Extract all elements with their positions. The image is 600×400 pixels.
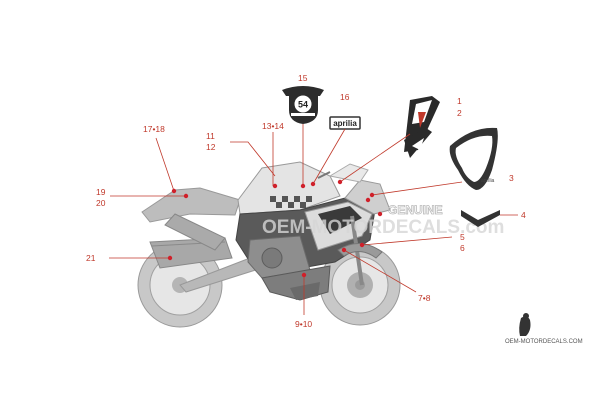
mascot-icon — [519, 316, 531, 336]
callout-13-14: 13•14 — [262, 121, 284, 131]
callout-15: 15 — [298, 73, 308, 83]
callout-5: 5 — [460, 232, 465, 242]
callout-4: 4 — [521, 210, 526, 220]
aprilia-word: aprilia — [333, 119, 357, 128]
callout-2: 2 — [457, 108, 462, 118]
nose-decal-3: aprilia — [449, 127, 498, 190]
checkered-pattern — [270, 196, 312, 208]
callout-20: 20 — [96, 198, 106, 208]
location-dots — [167, 179, 383, 278]
callout-11: 11 — [206, 131, 215, 141]
svg-text:aprilia: aprilia — [481, 178, 495, 184]
footer-site-name: OEM-MOTORDECALS.COM — [505, 339, 583, 345]
badge-decal: 54 — [282, 86, 324, 124]
callout-17-18: 17•18 — [143, 124, 165, 134]
leader-lines — [109, 124, 518, 315]
aprilia-decal: aprilia — [329, 116, 361, 130]
callout-19: 19 — [96, 187, 106, 197]
badge-number: 54 — [298, 100, 308, 110]
callout-labels: 1 2 3 4 5 6 7•8 9•10 11 12 13•14 15 16 1… — [86, 73, 526, 329]
callout-3: 3 — [509, 173, 514, 183]
motorcycle-illustration — [137, 161, 401, 328]
chevron-decal-4 — [461, 210, 500, 227]
callout-16: 16 — [340, 92, 350, 102]
callout-9-10: 9•10 — [295, 319, 312, 329]
callout-6: 6 — [460, 243, 465, 253]
callout-21: 21 — [86, 253, 96, 263]
site-logo: OEM-MOTORDECALS.COM — [505, 313, 583, 345]
callout-7-8: 7•8 — [418, 293, 431, 303]
stripe-decal-1-2 — [404, 96, 440, 158]
genuine-text: GENUINE — [388, 203, 443, 217]
watermark-text: OEM-MOTORDECALS.com — [262, 217, 504, 238]
callout-12: 12 — [206, 142, 216, 152]
callout-1: 1 — [457, 96, 462, 106]
